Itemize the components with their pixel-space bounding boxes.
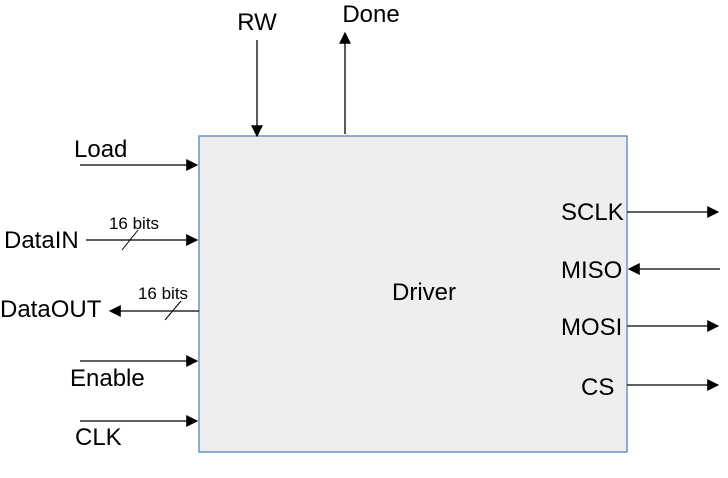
dataout-label: DataOUT bbox=[0, 296, 102, 323]
miso-label: MISO bbox=[561, 257, 622, 284]
mosi-label: MOSI bbox=[561, 314, 622, 341]
done-label: Done bbox=[342, 1, 399, 28]
driver-block bbox=[198, 135, 628, 453]
datain-bus-slash bbox=[121, 229, 139, 251]
dataout-bus-slash bbox=[164, 300, 182, 321]
driver-label: Driver bbox=[392, 279, 456, 306]
datain-bus-width: 16 bits bbox=[109, 214, 159, 233]
load-label: Load bbox=[74, 136, 127, 163]
enable-label: Enable bbox=[70, 365, 145, 392]
clk-label: CLK bbox=[75, 424, 122, 451]
sclk-label: SCLK bbox=[561, 199, 624, 226]
datain-label: DataIN bbox=[4, 227, 79, 254]
cs-label: CS bbox=[581, 374, 614, 401]
dataout-bus-width: 16 bits bbox=[138, 284, 188, 303]
rw-label: RW bbox=[237, 9, 277, 36]
